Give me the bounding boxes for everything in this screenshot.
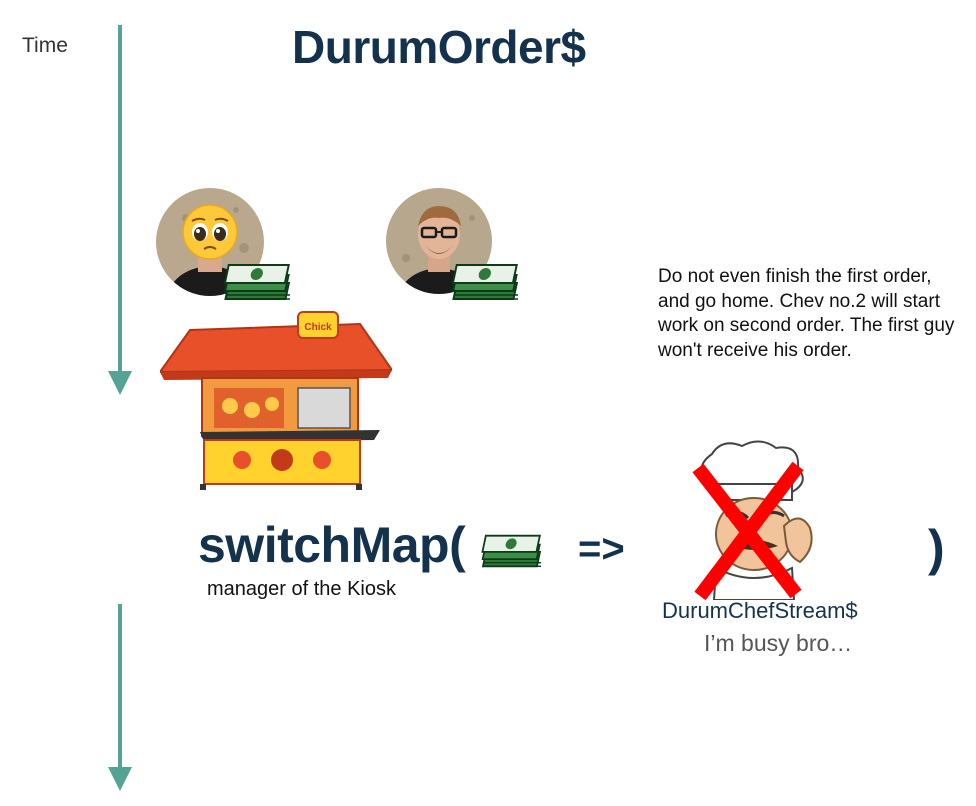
money-stack-icon xyxy=(451,264,519,300)
kiosk-manager-label: manager of the Kiosk xyxy=(207,578,396,600)
time-arrow-upper-line xyxy=(118,25,122,373)
switchmap-operator: switchMap( xyxy=(198,517,466,573)
kiosk-sign-logo: Chick xyxy=(304,322,332,333)
time-arrow-lower-head xyxy=(108,767,132,791)
money-stack-icon xyxy=(223,264,291,300)
kiosk-illustration: Chick xyxy=(160,311,392,490)
closing-paren: ) xyxy=(928,520,945,576)
explanation-note: Do not even finish the first order, and … xyxy=(658,266,955,361)
stream-title: DurumOrder$ xyxy=(292,21,586,73)
fat-arrow-operator: => xyxy=(578,527,625,571)
time-axis-label: Time xyxy=(22,34,68,57)
time-arrow-upper-head xyxy=(108,371,132,395)
chef-message: I’m busy bro… xyxy=(704,630,853,656)
money-stack-icon xyxy=(481,534,542,568)
pleading-face-emoji xyxy=(182,204,238,260)
chef-stream-label: DurumChefStream$ xyxy=(662,598,858,623)
red-x-icon xyxy=(692,462,804,600)
time-arrow-lower-line xyxy=(118,604,122,769)
